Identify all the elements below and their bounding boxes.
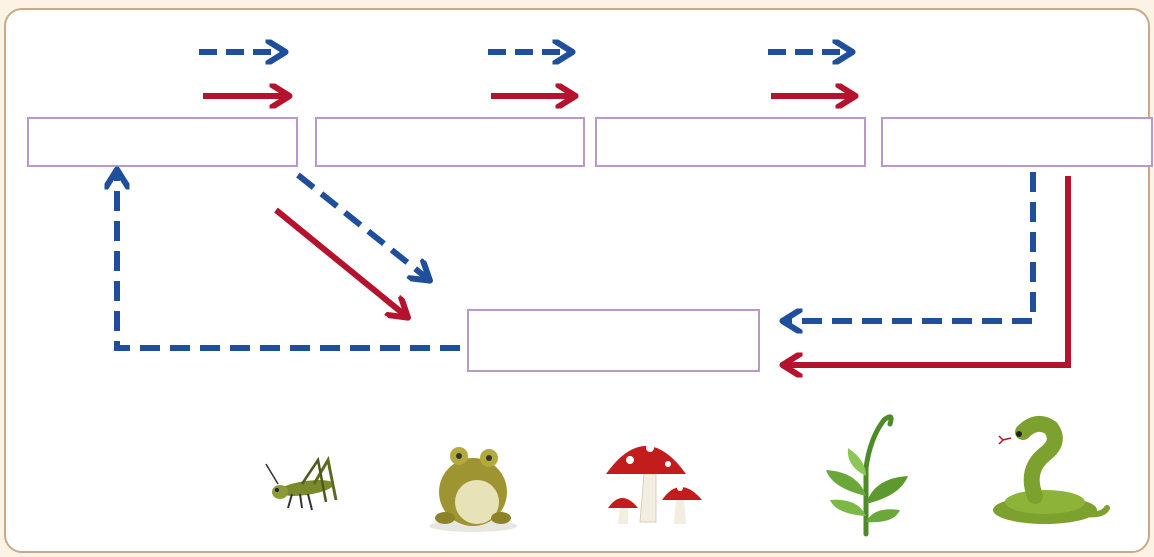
chain-box-4[interactable] [881,117,1153,167]
top-arrow-pair-2 [488,52,573,96]
chain-box-3[interactable] [595,117,866,167]
matter-arrow-from-box-4 [785,172,1036,321]
mushroom-icon [606,444,702,524]
grasshopper-icon [265,455,338,511]
top-arrow-pair-1 [199,52,287,96]
toad-icon [429,447,517,532]
energy-arrow-from-box-4 [785,176,1071,365]
top-arrow-pair-3 [768,52,853,96]
matter-return-arrow [117,172,460,351]
decomposer-box[interactable] [467,309,760,372]
snake-icon [993,415,1110,524]
chain-box-2[interactable] [315,117,585,167]
energy-arrow-to-decomposer [274,207,406,316]
matter-arrow-to-decomposer [296,172,428,279]
chain-box-1[interactable] [27,117,298,167]
plant-icon [826,414,908,537]
